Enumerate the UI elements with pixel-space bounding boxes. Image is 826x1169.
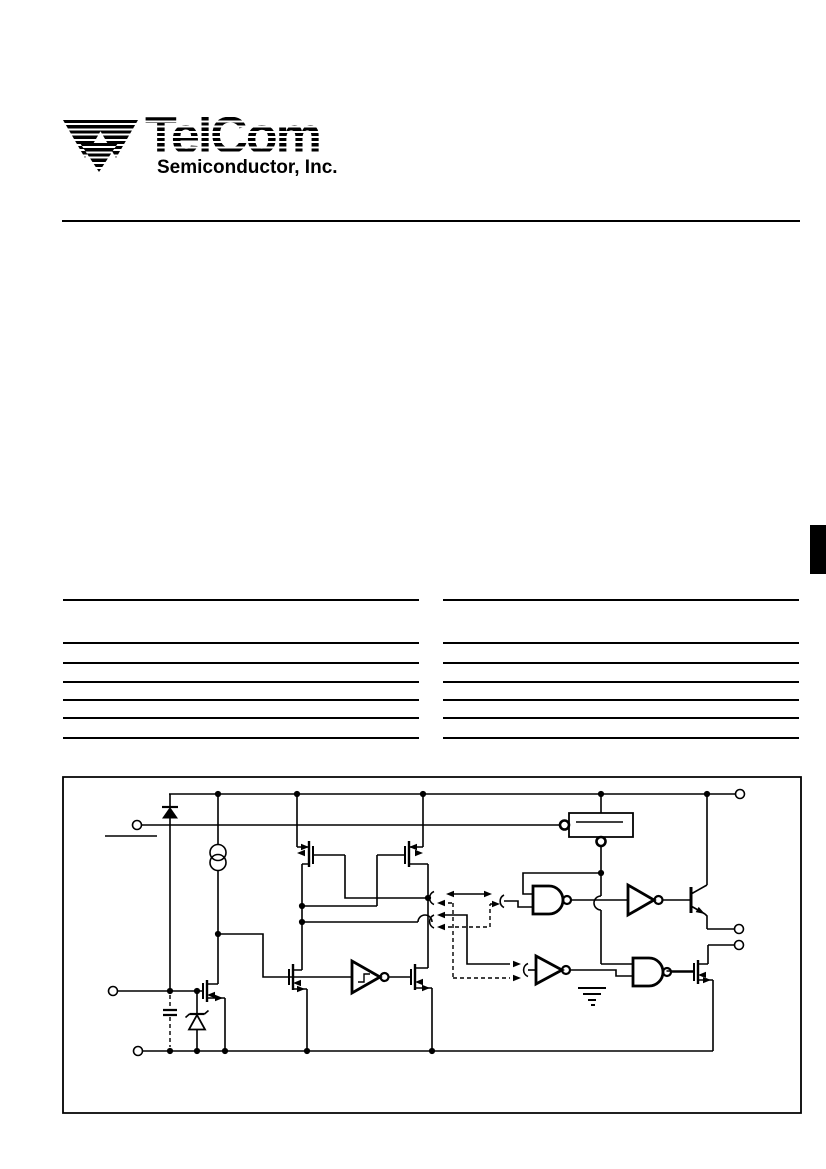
wire-break <box>430 892 434 929</box>
zener-diode <box>186 991 209 1051</box>
mid-nmos <box>289 964 307 1051</box>
inverter-1 <box>628 885 691 915</box>
cross-coupled-pmos-latch <box>297 794 434 970</box>
logo-title: TelCom <box>145 107 322 165</box>
wire-hop <box>594 896 601 910</box>
table-rule <box>443 717 799 719</box>
table-rule <box>63 599 419 601</box>
wire-hop <box>418 915 432 922</box>
ground-rail <box>134 1047 714 1056</box>
supply-diode <box>162 794 178 825</box>
table-rule <box>63 662 419 664</box>
table-rule <box>443 699 799 701</box>
ground-terminal <box>134 1047 143 1056</box>
table-rule <box>63 737 419 739</box>
output-terminal <box>735 925 744 934</box>
table-rule <box>63 642 419 644</box>
nand-gate-2 <box>570 958 694 986</box>
dashed-signal-arrows <box>437 890 521 982</box>
input-terminal-mid <box>109 987 204 996</box>
table-rule <box>443 681 799 683</box>
functional-diagram <box>62 776 802 1114</box>
wire-break <box>524 964 528 977</box>
table-rule <box>443 599 799 601</box>
output-terminal <box>735 941 744 950</box>
nand-gate-1 <box>500 846 633 964</box>
diagram-border <box>63 777 801 1113</box>
power-rail <box>169 790 745 799</box>
table-rule <box>443 642 799 644</box>
nmos-output-transistor <box>667 941 744 1052</box>
table-rule <box>443 662 799 664</box>
current-source <box>210 794 352 984</box>
header-rule <box>62 220 800 223</box>
sense-nmos <box>411 964 432 1051</box>
footer-logo <box>60 1125 100 1155</box>
logo-triangle-icon <box>80 143 118 172</box>
section-edge-tab <box>810 525 826 574</box>
table-rule <box>443 737 799 739</box>
delay-block <box>560 794 633 846</box>
npn-output-transistor <box>691 794 744 934</box>
wire-break <box>500 895 504 908</box>
input-nmos <box>203 980 225 1051</box>
supply-terminal <box>736 790 745 799</box>
table-rule <box>63 717 419 719</box>
input-terminal-top <box>105 821 560 992</box>
table-rule <box>63 681 419 683</box>
inverter-2 <box>524 956 570 984</box>
table-rule <box>63 699 419 701</box>
schmitt-trigger-inverter <box>352 961 411 993</box>
telcom-logo <box>0 0 400 172</box>
ground-symbol <box>578 988 606 1005</box>
logo-subtitle: Semiconductor, Inc. <box>157 157 338 178</box>
dashed-capacitor <box>163 995 177 1047</box>
